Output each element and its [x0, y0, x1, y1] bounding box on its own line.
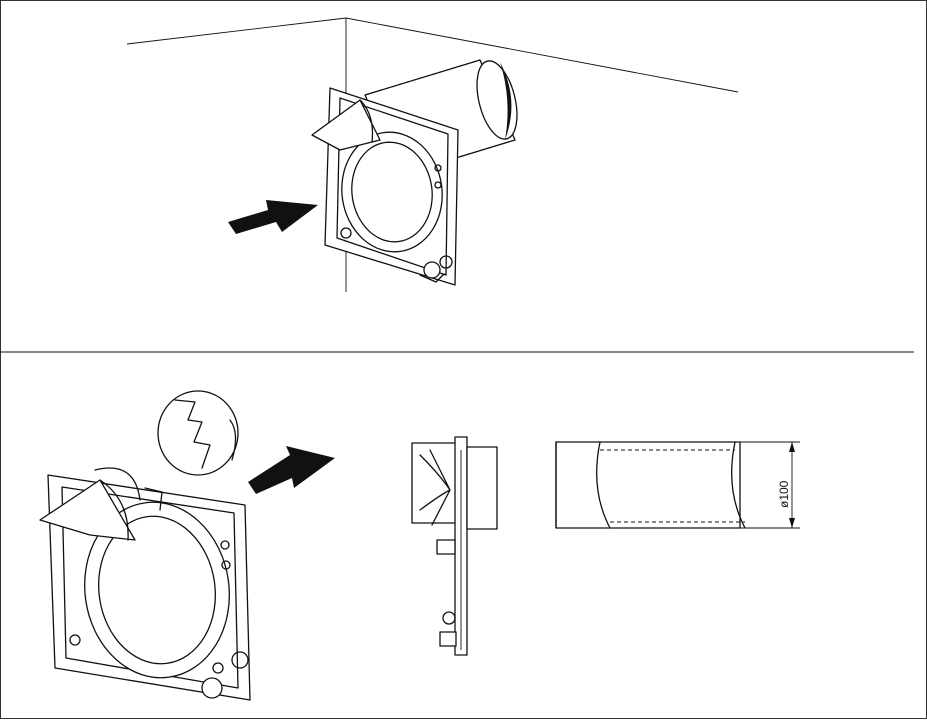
duct-section-view: [555, 441, 800, 529]
front-panel-frame: [311, 87, 459, 286]
exploded-front-panel: [39, 467, 251, 701]
push-arrow-icon: [228, 200, 318, 234]
side-profile-view: [411, 436, 498, 656]
cover-cap: [157, 390, 239, 476]
wall-mount-scene: [126, 17, 739, 292]
remove-arrow-icon: [248, 446, 335, 494]
diameter-dimension-label: ø100: [777, 480, 791, 508]
